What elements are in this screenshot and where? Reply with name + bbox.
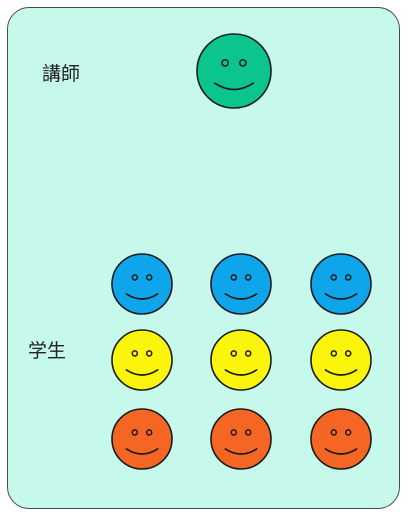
- right-eye: [344, 350, 352, 357]
- right-eye: [244, 429, 252, 436]
- left-eye: [230, 429, 238, 436]
- right-eye: [344, 429, 352, 436]
- smile-mouth: [224, 448, 258, 455]
- smiley-face-icon: [310, 408, 372, 470]
- right-eye: [244, 350, 252, 357]
- left-eye: [330, 350, 338, 357]
- smile-mouth: [324, 369, 358, 376]
- student-face-r2-c1: [111, 329, 173, 391]
- smiley-face-icon: [310, 253, 372, 315]
- smile-mouth: [224, 293, 258, 300]
- smile-mouth: [125, 448, 159, 455]
- right-eye: [244, 274, 252, 281]
- left-eye: [330, 429, 338, 436]
- smile-mouth: [324, 293, 358, 300]
- right-eye: [145, 350, 153, 357]
- left-eye: [330, 274, 338, 281]
- smiley-face-icon: [196, 33, 272, 109]
- right-eye: [145, 274, 153, 281]
- smiley-face-icon: [111, 253, 173, 315]
- student-face-r1-c3: [310, 253, 372, 315]
- student-face-r2-c2: [210, 329, 272, 391]
- left-eye: [221, 58, 230, 67]
- smiley-face-icon: [111, 408, 173, 470]
- smile-mouth: [125, 293, 159, 300]
- left-eye: [131, 350, 139, 357]
- right-eye: [238, 58, 247, 67]
- student-face-r3-c3: [310, 408, 372, 470]
- student-face-r1-c1: [111, 253, 173, 315]
- student-face-r3-c2: [210, 408, 272, 470]
- smiley-face-icon: [310, 329, 372, 391]
- student-face-r1-c2: [210, 253, 272, 315]
- left-eye: [230, 274, 238, 281]
- smile-mouth: [324, 448, 358, 455]
- left-eye: [131, 429, 139, 436]
- students-label: 学生: [28, 340, 67, 362]
- smiley-face-icon: [210, 329, 272, 391]
- right-eye: [145, 429, 153, 436]
- smile-mouth: [224, 369, 258, 376]
- smiley-face-icon: [210, 408, 272, 470]
- left-eye: [131, 274, 139, 281]
- smiley-face-icon: [210, 253, 272, 315]
- student-face-r2-c3: [310, 329, 372, 391]
- teacher-face: [196, 33, 272, 109]
- right-eye: [344, 274, 352, 281]
- smile-mouth: [213, 82, 255, 91]
- left-eye: [230, 350, 238, 357]
- student-face-r3-c1: [111, 408, 173, 470]
- smiley-face-icon: [111, 329, 173, 391]
- smile-mouth: [125, 369, 159, 376]
- teacher-label: 講師: [42, 63, 81, 85]
